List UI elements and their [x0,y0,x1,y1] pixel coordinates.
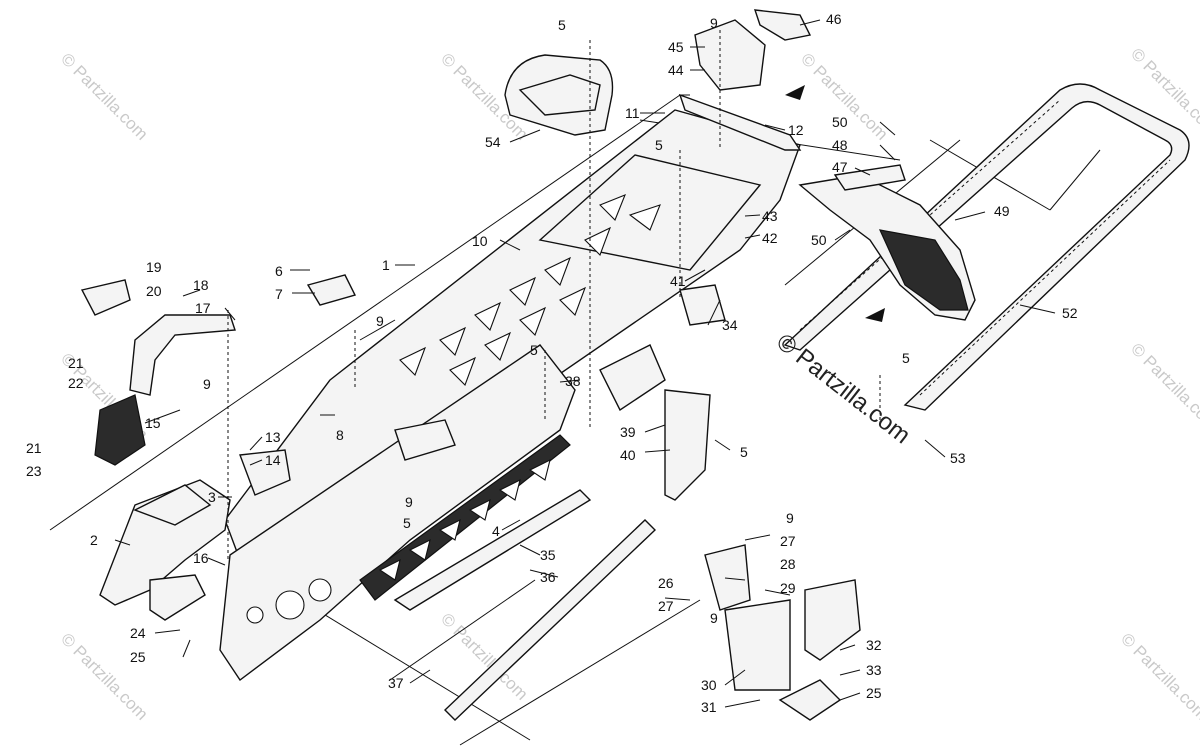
callout-label: 27 [780,533,796,549]
callout-label: 25 [130,649,146,665]
callout-label: 5 [403,515,411,531]
tunnel [224,109,801,561]
callout-label: 33 [866,662,882,678]
arrow-icon [785,85,805,100]
callout-label: 25 [866,685,882,701]
callout-label: 52 [1062,305,1078,321]
callout-label: 8 [336,427,344,443]
watermark: © Partzilla.com [1117,629,1200,723]
left-foot-hook [80,279,236,466]
callout-label: 28 [780,556,796,572]
callout-label: 6 [275,263,283,279]
callout-label: 1 [382,257,390,273]
callout-label: 5 [530,342,538,358]
callout-label: 24 [130,625,146,641]
callout-label: 3 [208,489,216,505]
running-board-right [219,344,576,682]
callout-label: 26 [658,575,674,591]
callout-label: 29 [780,580,796,596]
callout-label: 35 [540,547,556,563]
callout-label: 41 [670,273,686,289]
callout-label: 31 [701,699,717,715]
callout-label: 9 [710,15,718,31]
front-chassis-left [99,479,231,606]
callout-label: 15 [145,415,161,431]
callout-label: 13 [265,429,281,445]
callout-label: 50 [832,114,848,130]
callout-label: 39 [620,424,636,440]
callout-label: 9 [786,510,794,526]
rear-bumper [783,83,1190,411]
callout-label: 53 [950,450,966,466]
snow-flap-assembly [798,164,976,321]
misc-parts [149,274,726,721]
callout-label: 45 [668,39,684,55]
arrow-icon [865,308,885,322]
callout-label: 43 [762,208,778,224]
storage-box [678,9,812,151]
callout-label: 12 [788,122,804,138]
callout-label: 9 [376,313,384,329]
callout-label: 49 [994,203,1010,219]
callout-label: 5 [655,137,663,153]
tunnel-vent-cutouts [399,194,661,386]
watermark: © Partzilla.com [57,629,151,723]
direction-arrows [785,85,885,322]
callout-labels: 1 2 3 4 5 5 5 5 5 5 6 7 8 9 9 9 9 9 9 10… [26,11,1078,715]
callout-label: 19 [146,259,162,275]
callout-label: 32 [866,637,882,653]
watermark-large: © Partzilla.com [771,328,915,449]
callout-label: 7 [275,286,283,302]
callout-label: 30 [701,677,717,693]
callout-label: 9 [405,494,413,510]
callout-label: 44 [668,62,684,78]
callout-label: 21 [68,355,84,371]
seat [504,54,614,136]
callout-label: 34 [722,317,738,333]
callout-label: 16 [193,550,209,566]
callout-label: 23 [26,463,42,479]
watermark: © Partzilla.com [57,49,151,143]
callout-label: 48 [832,137,848,153]
callout-label: 27 [658,598,674,614]
leader-lines [114,19,1056,708]
callout-label: 18 [193,277,209,293]
callout-label: 5 [558,17,566,33]
callout-label: 22 [68,375,84,391]
callout-label: 2 [90,532,98,548]
callout-label: 50 [811,232,827,248]
callout-label: 5 [902,350,910,366]
callout-label: 5 [740,444,748,460]
callout-label: 14 [265,452,281,468]
callout-label: 54 [485,134,501,150]
callout-label: 37 [388,675,404,691]
callout-label: 17 [195,300,211,316]
callout-label: 9 [710,610,718,626]
callout-label: 20 [146,283,162,299]
callout-label: 11 [625,105,640,121]
callout-label: 10 [472,233,488,249]
running-board-cutouts [359,434,571,601]
callout-label: 40 [620,447,636,463]
callout-label: 9 [203,376,211,392]
watermark: © Partzilla.com [1127,339,1200,433]
callout-label: 47 [832,159,848,175]
callout-label: 38 [565,373,581,389]
callout-label: 46 [826,11,842,27]
right-side-trim [704,544,861,721]
callout-label: 42 [762,230,778,246]
callout-label: 36 [540,569,556,585]
callout-label: 21 [26,440,42,456]
callout-label: 4 [492,523,500,539]
